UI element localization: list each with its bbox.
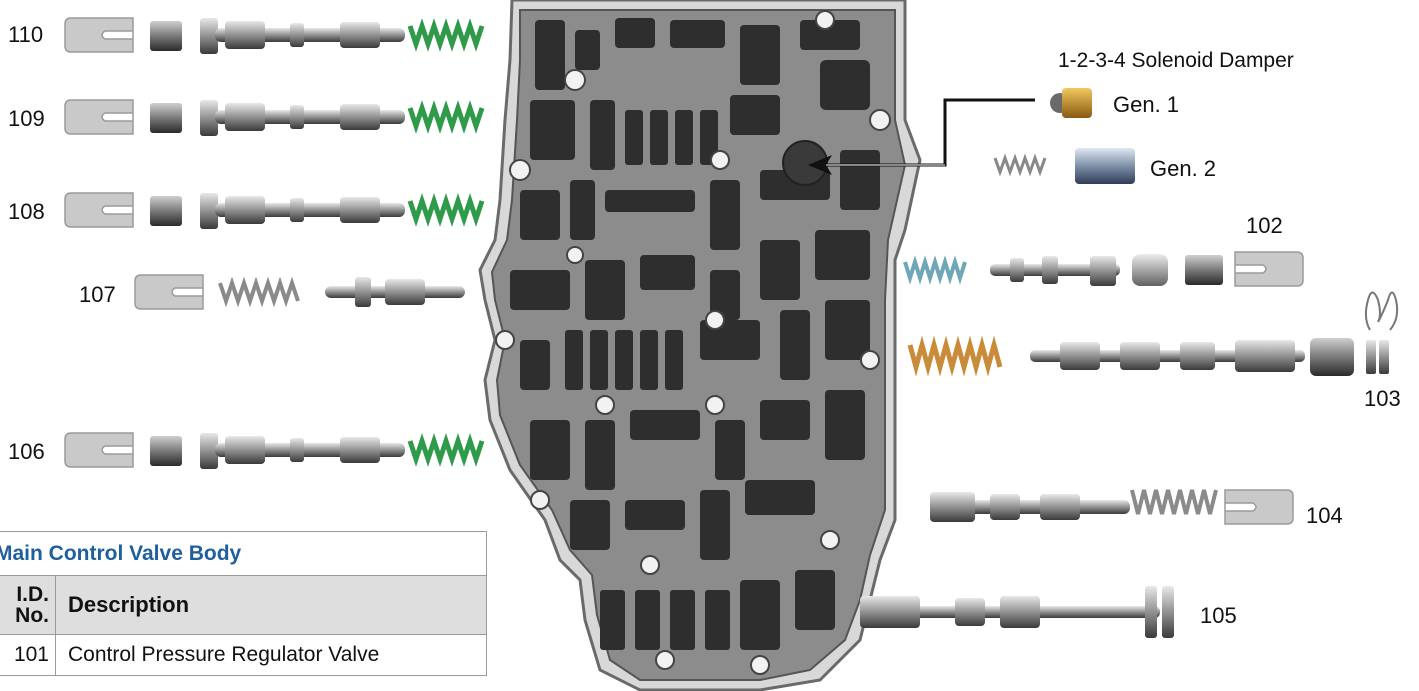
valve-assembly-106 bbox=[64, 432, 485, 469]
damper-callout bbox=[808, 88, 1135, 184]
valve-body-casting bbox=[478, 0, 922, 691]
table-cell-description: Control Pressure Regulator Valve bbox=[55, 634, 487, 676]
table-header-id: I.D. No. bbox=[0, 575, 56, 635]
part-label-104: 104 bbox=[1306, 503, 1343, 528]
damper-gen1 bbox=[1050, 88, 1092, 118]
part-label-102: 102 bbox=[1246, 213, 1283, 238]
part-label-106: 106 bbox=[8, 439, 45, 464]
table-header-description: Description bbox=[55, 575, 487, 635]
damper-gen2-label: Gen. 2 bbox=[1150, 156, 1217, 181]
part-label-103: 103 bbox=[1364, 386, 1401, 411]
damper-gen1-label: Gen. 1 bbox=[1113, 92, 1180, 117]
table-title: Main Control Valve Body bbox=[0, 531, 487, 576]
parts-table: Main Control Valve Body I.D. No. Descrip… bbox=[0, 531, 487, 676]
damper-gen2 bbox=[993, 148, 1135, 184]
table-row: 101 Control Pressure Regulator Valve bbox=[0, 634, 487, 676]
valve-assembly-107 bbox=[134, 274, 465, 310]
valve-assembly-109 bbox=[64, 99, 485, 136]
part-label-105: 105 bbox=[1200, 603, 1237, 628]
valve-assembly-105 bbox=[860, 586, 1174, 638]
part-label-110: 110 bbox=[8, 22, 44, 47]
valve-assembly-108 bbox=[64, 192, 485, 229]
table-cell-id: 101 bbox=[0, 634, 56, 676]
part-label-109: 109 bbox=[8, 106, 45, 131]
valve-assembly-103 bbox=[907, 291, 1399, 377]
part-label-108: 108 bbox=[8, 199, 45, 224]
part-label-107: 107 bbox=[79, 282, 116, 307]
valve-assembly-102 bbox=[903, 251, 1304, 287]
damper-callout-title: 1-2-3-4 Solenoid Damper bbox=[1058, 49, 1294, 72]
valve-assembly-104 bbox=[930, 489, 1294, 525]
valve-assembly-110 bbox=[64, 17, 485, 54]
